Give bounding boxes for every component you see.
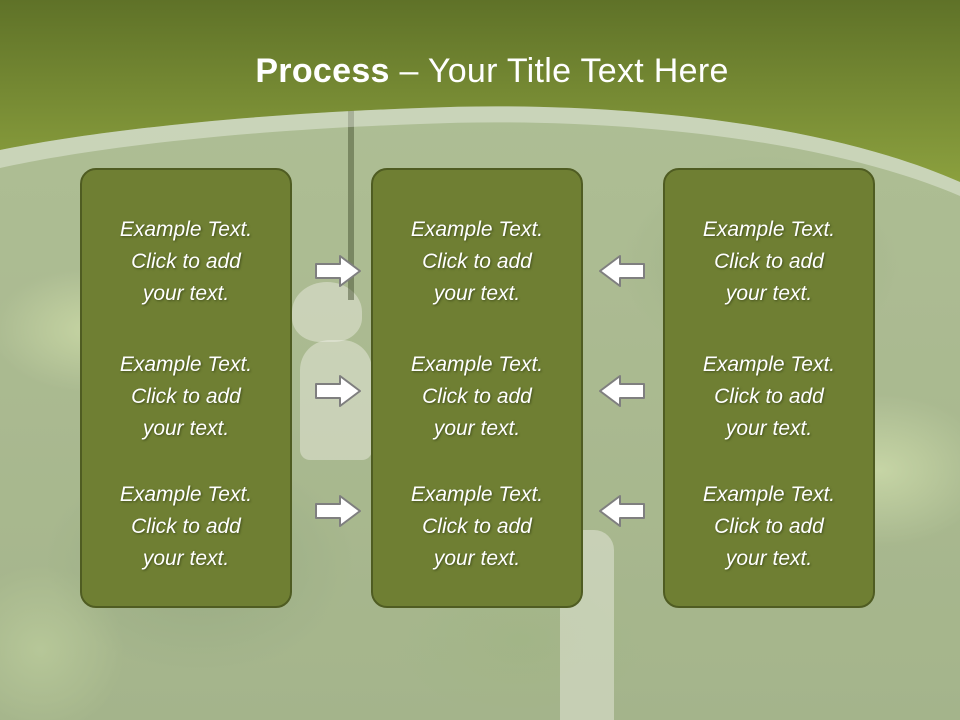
- slide-title[interactable]: Process – Your Title Text Here: [0, 52, 960, 91]
- column-right-text-3[interactable]: Example Text. Click to add your text.: [702, 483, 836, 570]
- column-center-text-1[interactable]: Example Text. Click to add your text.: [410, 218, 544, 305]
- left-arrow-icon: [599, 255, 645, 287]
- right-arrow-icon: [315, 495, 361, 527]
- right-arrow-icon: [315, 375, 361, 407]
- column-right-text-1[interactable]: Example Text. Click to add your text.: [702, 218, 836, 305]
- title-rest: – Your Title Text Here: [389, 52, 729, 90]
- column-center-text-2[interactable]: Example Text. Click to add your text.: [410, 353, 544, 440]
- column-left-text-3[interactable]: Example Text. Click to add your text.: [119, 483, 253, 570]
- process-column-right[interactable]: Example Text. Click to add your text. Ex…: [663, 168, 875, 608]
- left-arrow-icon: [599, 375, 645, 407]
- right-arrow-icon: [315, 255, 361, 287]
- background-figure-rope: [348, 110, 354, 300]
- header-band: [0, 0, 960, 196]
- title-strong: Process: [255, 52, 390, 90]
- column-left-text-2[interactable]: Example Text. Click to add your text.: [119, 353, 253, 440]
- background-figure-body: [300, 340, 372, 460]
- column-left-text-1[interactable]: Example Text. Click to add your text.: [119, 218, 253, 305]
- left-arrow-icon: [599, 495, 645, 527]
- column-center-text-3[interactable]: Example Text. Click to add your text.: [410, 483, 544, 570]
- process-column-left[interactable]: Example Text. Click to add your text. Ex…: [80, 168, 292, 608]
- process-column-center[interactable]: Example Text. Click to add your text. Ex…: [371, 168, 583, 608]
- column-right-text-2[interactable]: Example Text. Click to add your text.: [702, 353, 836, 440]
- background-figure-head: [292, 282, 362, 342]
